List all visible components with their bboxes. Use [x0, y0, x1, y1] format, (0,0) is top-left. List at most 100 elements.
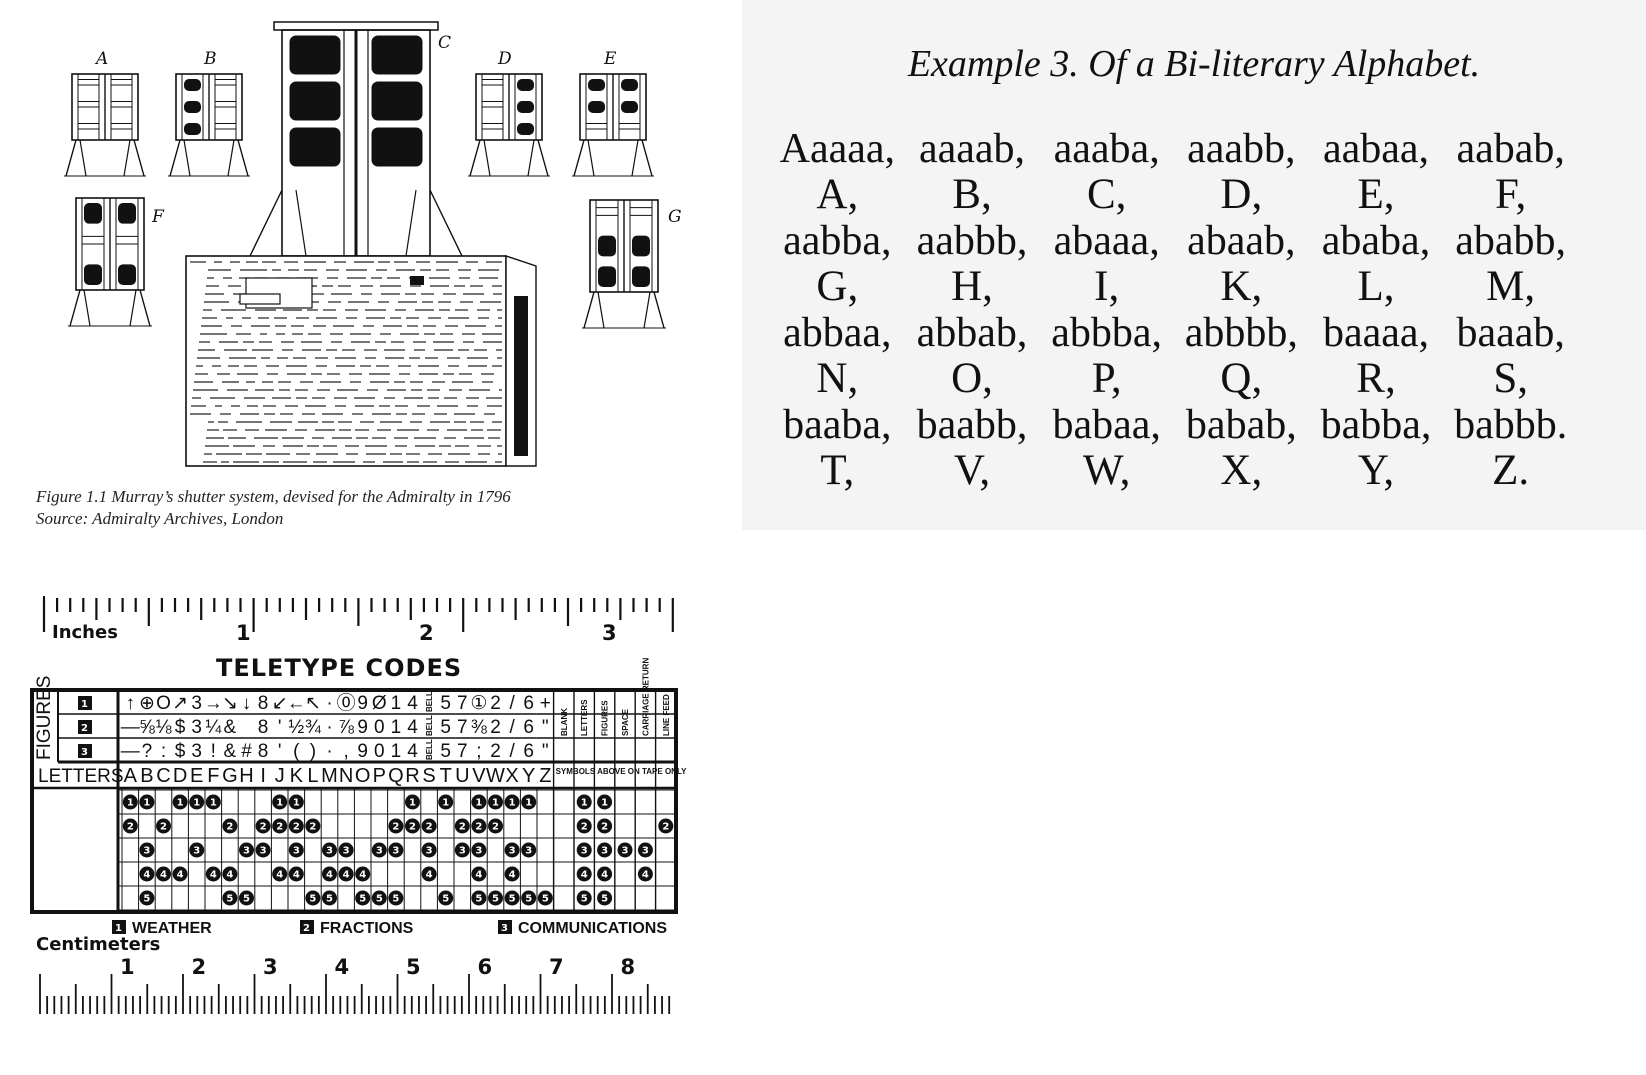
alphabet-letter: A, — [816, 171, 859, 218]
figure-symbol: 9 — [357, 693, 368, 714]
tape-hole — [288, 818, 304, 834]
letter-r: R — [405, 765, 419, 787]
shutter-closed — [84, 264, 102, 285]
special-hole-number: 4 — [642, 870, 649, 881]
main-leg — [295, 189, 307, 257]
shutter-closed — [517, 123, 534, 135]
tape-hole-number: 4 — [226, 870, 233, 881]
tape-hole — [272, 818, 288, 834]
tape-hole — [189, 794, 205, 810]
station-leg — [469, 139, 481, 177]
row-number: 3 — [81, 747, 88, 758]
alphabet-letter: C, — [1086, 171, 1127, 218]
figure-symbol: 1 — [391, 717, 402, 738]
figure-symbol: ↓ — [242, 693, 252, 714]
shutter-station: F — [68, 197, 165, 327]
tape-hole — [139, 794, 155, 810]
alphabet-letter: K, — [1220, 263, 1263, 310]
tape-hole — [222, 818, 238, 834]
tape-hole-number: 4 — [326, 870, 333, 881]
special-column-label: LETTERS — [580, 699, 589, 736]
legend-box — [112, 920, 126, 934]
station-label: B — [203, 49, 217, 69]
station-label: D — [497, 49, 512, 69]
alphabet-code: Aaaaa, — [779, 126, 896, 172]
figure-symbol: + — [540, 693, 551, 714]
teletype-title: TELETYPE CODES — [216, 654, 462, 682]
alphabet-letter: F, — [1495, 171, 1527, 218]
shutter-station: G — [582, 199, 682, 329]
special-hole-number: 2 — [662, 822, 669, 833]
letter-g: G — [222, 765, 238, 787]
letter-c: C — [156, 765, 170, 787]
alphabet-letter: H, — [951, 263, 993, 310]
alphabet-letter: E, — [1357, 171, 1395, 218]
alphabet-code: baabb, — [916, 402, 1028, 448]
tape-hole-number: 5 — [243, 894, 250, 905]
tape-hole — [355, 890, 371, 906]
telescope — [239, 293, 281, 305]
tape-hole — [272, 794, 288, 810]
legend-number: 1 — [115, 923, 122, 934]
figure-symbol: / — [509, 717, 515, 738]
letter-p: P — [373, 765, 386, 787]
caption-title: Figure 1.1 Murray’s shutter system, devi… — [36, 487, 511, 506]
figure-symbol: 1 — [391, 741, 402, 762]
letter-w: W — [486, 765, 505, 787]
alphabet-code: aabaa, — [1322, 126, 1430, 172]
tape-hole — [471, 866, 487, 882]
tape-hole-number: 3 — [343, 846, 350, 857]
special-tape-hole — [658, 818, 674, 834]
tape-hole-number: 3 — [392, 846, 399, 857]
tape-hole — [255, 818, 271, 834]
figure-symbol: , — [343, 741, 348, 762]
alphabet-code: aaaab, — [918, 126, 1026, 172]
shutter-closed — [588, 101, 605, 113]
station-label: F — [151, 207, 165, 227]
shutter-closed — [517, 79, 534, 91]
figure-symbol: 1 — [391, 693, 402, 714]
tape-hole-number: 4 — [293, 870, 300, 881]
tape-hole — [156, 866, 171, 882]
tape-hole-number: 2 — [293, 822, 300, 833]
letter-h: H — [239, 765, 253, 787]
figure-symbol: 9 — [357, 717, 368, 738]
tape-hole-number: 5 — [525, 894, 532, 905]
figure-symbol: ↗ — [172, 693, 188, 714]
special-tape-hole — [637, 842, 653, 858]
centimeters-label: Centimeters — [36, 934, 160, 955]
shutter-closed — [118, 203, 136, 224]
tape-hole-number: 5 — [509, 894, 516, 905]
station-leg — [587, 139, 595, 177]
tape-hole — [205, 866, 221, 882]
alphabet-letter: Y, — [1357, 447, 1395, 494]
figure-symbol: · — [326, 741, 332, 762]
figure-symbol: $ — [175, 717, 186, 738]
special-column-label: FIGURES — [601, 700, 610, 736]
cm-number: 6 — [478, 955, 493, 979]
tape-hole — [122, 794, 138, 810]
tape-hole-number: 5 — [326, 894, 333, 905]
cm-number: 4 — [335, 955, 350, 979]
row-number-box — [78, 720, 92, 734]
letter-e: E — [190, 765, 203, 787]
tape-hole-number: 4 — [160, 870, 167, 881]
alphabet-code: babaa, — [1052, 402, 1161, 448]
building-vent — [410, 276, 424, 285]
tape-hole — [504, 866, 520, 882]
tape-hole — [239, 890, 254, 906]
tape-hole — [322, 866, 337, 882]
figure-symbol: ¼ — [205, 717, 222, 738]
tape-hole-number: 3 — [260, 846, 267, 857]
alphabet-letter: T, — [820, 447, 855, 494]
biliteral-alphabet-panel: Example 3. Of a Bi-literary Alphabet. Aa… — [742, 0, 1646, 530]
special-hole-number: 2 — [581, 822, 588, 833]
figure-symbol: 8 — [258, 717, 269, 738]
tape-hole-number: 4 — [426, 870, 433, 881]
special-tape-hole — [597, 818, 613, 834]
station-leg — [527, 139, 535, 177]
figure-symbol: → — [204, 693, 223, 714]
alphabet-code: aabbb, — [916, 218, 1028, 264]
tape-hole — [322, 890, 337, 906]
special-tape-hole — [576, 866, 592, 882]
